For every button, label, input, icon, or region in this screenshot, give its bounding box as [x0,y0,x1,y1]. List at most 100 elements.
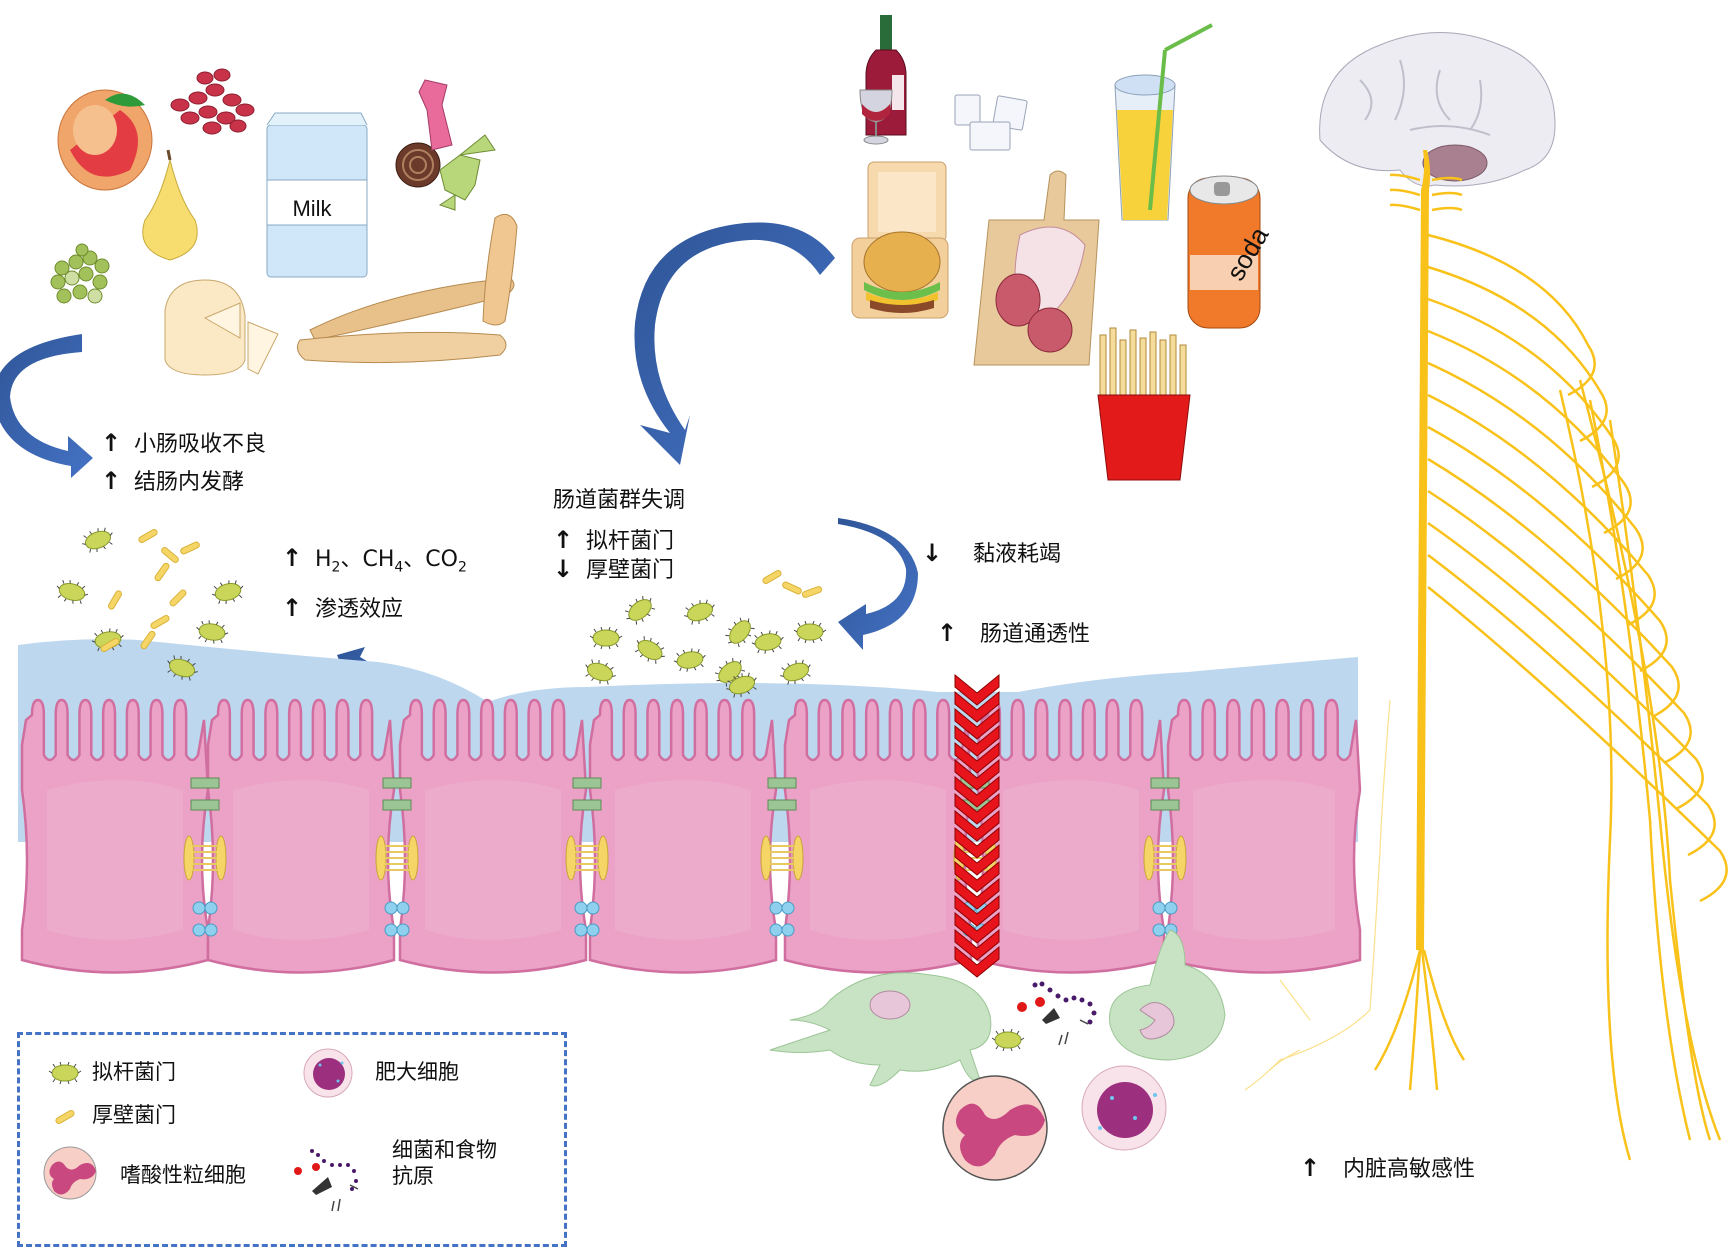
epithelial-cell [206,698,396,974]
cell-junction [183,777,227,937]
label-firmicutes-down: ↓ 厚壁菌门 [553,555,675,583]
nerve-fiber [1427,489,1692,765]
label-mucus-depletion: ↓ 黏液耗竭 [922,539,1062,567]
firmicutes-bacterium [761,568,783,586]
firmicutes-bacterium [149,613,171,631]
epithelial-cell [398,698,588,974]
nerve-fiber [1578,379,1712,1141]
dendritic-cell-right [1109,929,1226,1061]
legend-antigen-line1: 细菌和食物 [392,1138,497,1162]
bacteroidetes-bacterium [720,612,760,652]
candy-icon [395,79,496,211]
nerve-fiber [1420,949,1439,1091]
label-intestinal-permeability: ↑ 肠道通透性 [937,619,1091,647]
bacteroidetes-bacterium [580,655,620,689]
down-arrow-icon: ↓ [922,539,943,567]
up-arrow-icon: ↑ [1300,1154,1321,1182]
nerve-fiber [1427,233,1596,397]
milk-label: Milk [292,196,332,221]
down-arrow-icon: ↓ [553,555,574,583]
soda-can-icon: soda [1187,175,1275,329]
immune-cells [769,929,1226,1181]
salami-board-icon [973,170,1100,366]
unhealthy-foods-group: soda [851,15,1275,481]
legend-box: 拟杆菌门 厚壁菌门 嗜酸性粒细胞 肥大细胞 细菌和食物 抗原 [17,1032,567,1247]
epithelial-cell [20,698,210,974]
up-arrow-icon: ↑ [282,594,303,622]
label-bacteroidetes-up: ↑ 拟杆菌门 [553,526,675,554]
legend-bacteroidetes: 拟杆菌门 [92,1060,176,1084]
label-dysbiosis-title: 肠道菌群失调 [553,488,686,513]
firmicutes-bacterium [168,588,188,608]
up-arrow-icon: ↑ [553,526,574,554]
cell-junction [1143,777,1187,937]
cell-junction [565,777,609,937]
nerve-fiber [1427,425,1668,673]
bacteroidetes-bacterium [793,620,827,644]
nerve-fiber [1588,399,1692,1141]
nerve-fiber [1389,173,1421,182]
nerve-fiber [1427,457,1680,719]
legend-antigen-line2: 抗原 [392,1164,434,1188]
firmicutes-bacterium [801,585,823,599]
nerve-fiber [1427,329,1632,535]
firmicutes-bacterium [781,580,803,596]
up-arrow-icon: ↑ [101,429,122,457]
nerve-fiber [1408,949,1422,1091]
eosinophil-cell [942,1075,1048,1181]
label-visceral-hypersensitivity: ↑ 内脏高敏感性 [1300,1154,1476,1182]
epithelial-cell [1166,698,1362,974]
nerve-fiber [1427,361,1644,581]
antigen-icon [294,1149,359,1212]
bacteroidetes-bacterium [776,655,816,689]
bacteroidetes-bacterium [680,595,720,629]
peach-icon [57,89,153,191]
bacteroidetes-bacterium [620,590,660,630]
brain-icon [1319,32,1556,187]
nerve-fiber [1427,297,1620,489]
firmicutes-bacterium [153,561,171,583]
firmicutes-bacterium [106,589,124,611]
sugar-cubes-icon [954,94,1028,151]
arrow-diet-to-dysbiosis [634,222,835,465]
nerve-fiber [1422,949,1466,1061]
cell-junction [760,777,804,937]
arrow-dysbiosis-to-mucus [838,518,918,650]
red-beans-icon [170,68,255,135]
nerve-fiber [1427,521,1704,811]
pear-icon [142,149,198,261]
eosinophil-icon [43,1146,97,1200]
wine-icon [859,15,907,145]
firmicutes-icon [54,1108,76,1126]
up-arrow-icon: ↑ [282,544,303,572]
nerve-fiber [1431,206,1463,212]
burger-box-icon [851,161,949,319]
bacteroidetes-bacterium [78,523,118,557]
mast-cell [1081,1065,1167,1151]
label-colonic-fermentation: ↑ 结肠内发酵 [101,467,245,495]
label-small-intestine-malabsorption: ↑ 小肠吸收不良 [101,429,267,457]
bacteroidetes-bacterium [671,645,709,675]
bacteroidetes-bacterium [53,576,91,608]
cheese-icon [164,279,279,376]
epithelial-cell [588,698,778,974]
up-arrow-icon: ↑ [101,467,122,495]
epithelial-cell [976,698,1166,974]
bacteroidetes-bacterium [193,617,231,647]
peripheral-nerves [1244,173,1728,1161]
legend-eosinophil: 嗜酸性粒细胞 [120,1163,246,1187]
mast-cell-icon [303,1048,353,1098]
label-osmotic-effect: ↑ 渗透效应 [282,594,404,622]
nerve-fiber [1558,389,1632,1161]
bacteroidetes-bacterium [630,631,670,669]
cell-junction [375,777,419,937]
firmicutes-bacterium [159,545,181,565]
legend-firmicutes: 厚壁菌门 [92,1103,176,1127]
healthy-foods-group: Milk [50,68,518,376]
firmicutes-bacterium [137,527,159,545]
french-fries-icon [1097,327,1191,481]
up-arrow-icon: ↑ [937,619,958,647]
nerve-fiber [1244,699,1391,1091]
epithelial-cell [783,698,973,974]
